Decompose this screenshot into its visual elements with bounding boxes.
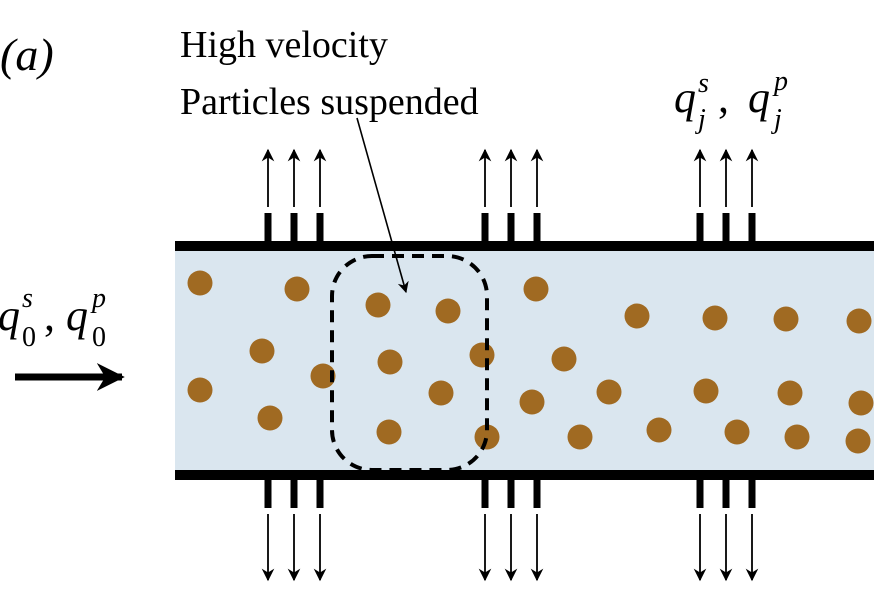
particle [284,276,310,302]
top-port-stub [481,213,489,243]
inlet-flux-label: q s 0 , q p 0 [0,283,106,353]
particle [551,346,577,372]
svg-text:s: s [22,283,33,314]
bottom-wall [175,470,874,480]
particles [187,270,874,454]
top-port-stub [507,213,515,243]
particle [702,305,728,331]
bottom-port-stub [481,478,489,508]
particle [784,424,810,450]
particle [773,306,799,332]
top-port-stub [290,213,298,243]
particle [310,363,336,389]
svg-text:,: , [44,291,55,340]
particle [523,276,549,302]
particle [376,419,402,445]
particle [567,424,593,450]
svg-text:,: , [718,73,729,122]
svg-text:j: j [771,104,782,135]
particle [519,389,545,415]
svg-text:q: q [66,291,88,340]
bottom-port-stub [507,478,515,508]
particle [428,380,454,406]
svg-text:0: 0 [22,322,36,353]
annotation-line-2: Particles suspended [180,81,479,123]
svg-text:p: p [772,66,788,97]
top-port-stub [748,213,756,243]
particle [693,378,719,404]
top-port-stub [316,213,324,243]
outlet-ports [261,148,759,582]
particle [365,292,391,318]
outlet-flux-label: q s j , q p j [674,66,788,135]
bottom-port-stub [533,478,541,508]
top-port-stub [264,213,272,243]
panel-label: (a) [0,29,54,80]
top-port-stub [696,213,704,243]
channel-fluid [175,250,874,472]
bottom-port-stub [316,478,324,508]
svg-text:p: p [90,283,106,314]
annotation-pointer-arrow [356,117,409,294]
svg-text:0: 0 [92,322,106,353]
particle [257,405,283,431]
bottom-port-stub [748,478,756,508]
svg-text:j: j [695,104,706,135]
bottom-port-stub [722,478,730,508]
svg-text:q: q [674,73,696,122]
particle [187,270,213,296]
particle [624,303,650,329]
particle [435,298,461,324]
top-wall [175,241,874,251]
particle [845,428,871,454]
top-port-stub [722,213,730,243]
particle [249,338,275,364]
annotation-line-1: High velocity [180,24,388,66]
svg-text:s: s [698,68,709,99]
particle [724,419,750,445]
particle [777,380,803,406]
particle [846,308,872,334]
top-port-stub [533,213,541,243]
particle [469,342,495,368]
bottom-port-stub [290,478,298,508]
particle [848,390,874,416]
particle [377,349,403,375]
svg-text:q: q [0,291,20,340]
particle [646,417,672,443]
particle [187,377,213,403]
particle [596,379,622,405]
high-velocity-region [330,254,489,472]
svg-text:q: q [748,73,770,122]
particle [474,424,500,450]
bottom-port-stub [264,478,272,508]
bottom-port-stub [696,478,704,508]
